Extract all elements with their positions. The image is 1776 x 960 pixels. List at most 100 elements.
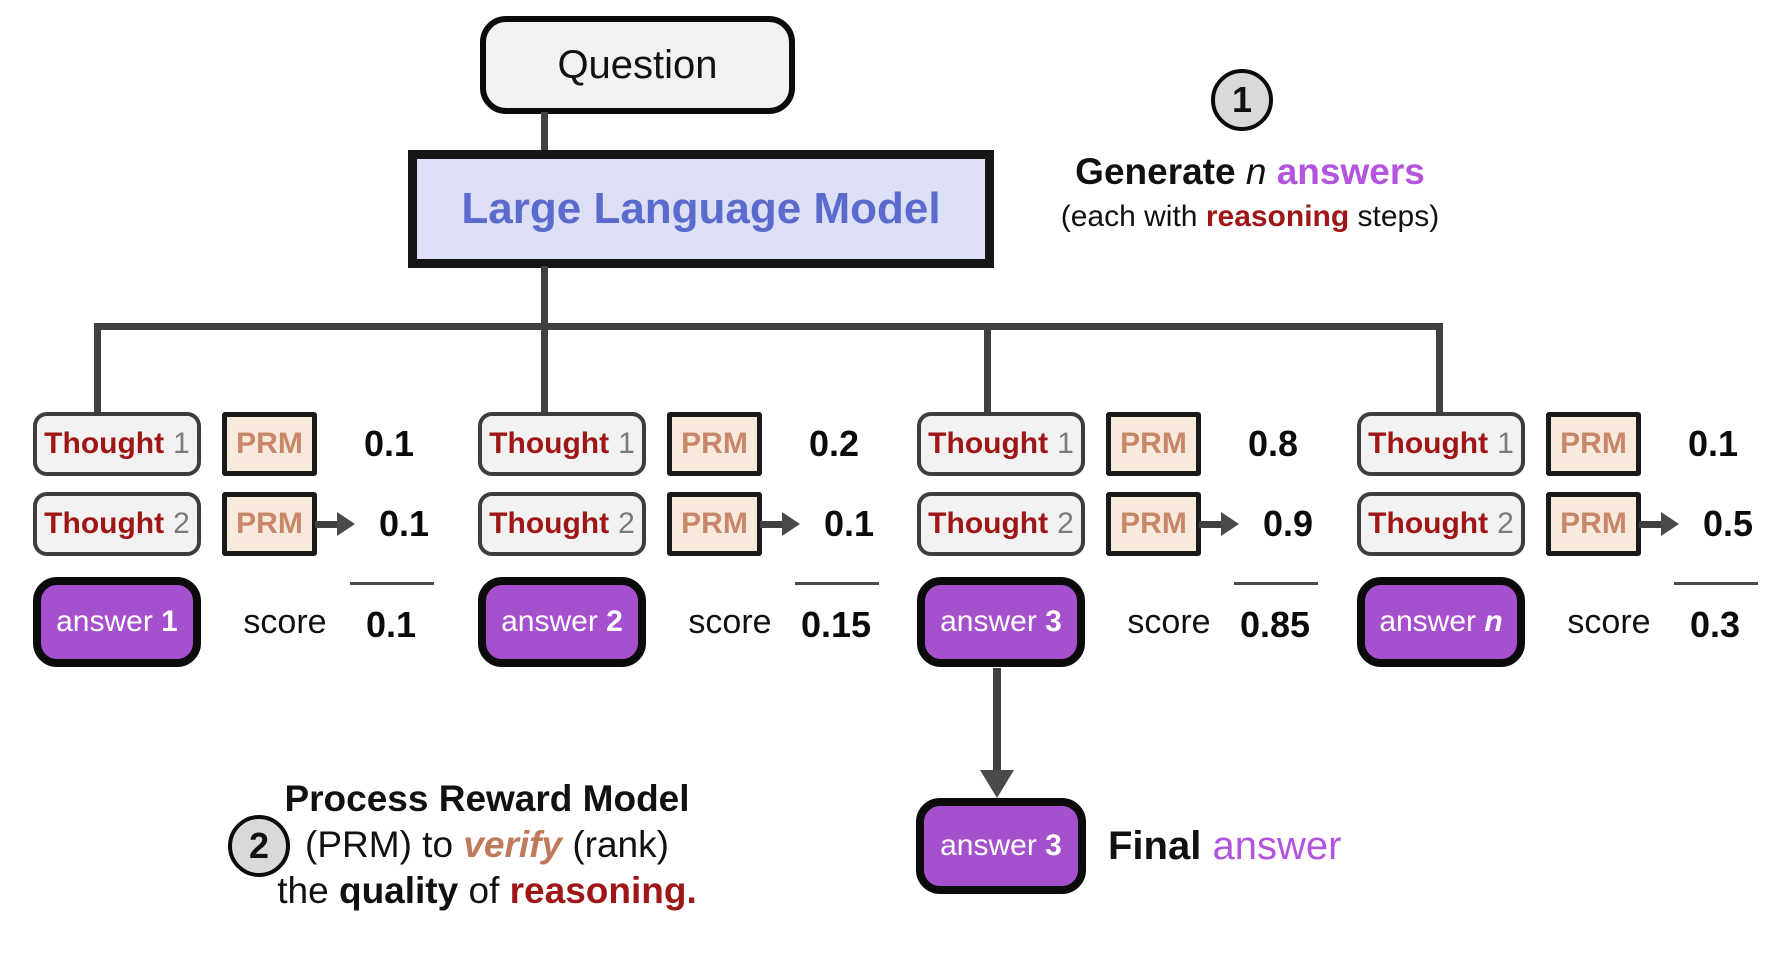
- thought-label: Thought: [1368, 427, 1489, 460]
- thought-number: 2: [618, 507, 635, 540]
- thought-number: 2: [173, 507, 190, 540]
- answer-box: answer 1: [33, 577, 201, 667]
- score-label: score: [688, 602, 772, 641]
- verify-text: verify: [463, 824, 563, 865]
- step-score: 0.2: [808, 423, 860, 464]
- arrow-line: [1199, 521, 1223, 528]
- answer-label: answer: [56, 605, 162, 638]
- answer-label: answer: [940, 829, 1046, 862]
- steps-text: steps): [1349, 200, 1440, 233]
- sum-line: [1234, 582, 1318, 585]
- prm-box: PRM: [667, 492, 762, 556]
- final-answer-label: Final answer: [1108, 798, 1341, 894]
- prm-box: PRM: [1546, 412, 1641, 476]
- prm-box: PRM: [222, 412, 317, 476]
- step-score: 0.1: [823, 503, 875, 544]
- arrow-head-down-icon: [980, 770, 1014, 798]
- step-1-annotation: Generate n answers (each with reasoning …: [955, 150, 1545, 236]
- step-score: 0.8: [1247, 423, 1299, 464]
- thought-number: 1: [173, 427, 190, 460]
- step-score: 0.1: [378, 503, 430, 544]
- connector-drop-3: [984, 328, 991, 414]
- prm-box: PRM: [222, 492, 317, 556]
- rank-text: (rank): [562, 824, 669, 865]
- arrow-line: [315, 521, 339, 528]
- final-arrow-line: [993, 668, 1001, 772]
- answer-number: 3: [1045, 605, 1062, 638]
- step-1-line-1: Generate n answers: [955, 150, 1545, 194]
- arrow-head-right-icon: [1221, 512, 1239, 536]
- sum-line: [1674, 582, 1758, 585]
- prm-label: PRM: [1560, 507, 1627, 540]
- final-score: 0.85: [1239, 603, 1311, 645]
- generate-text: Generate: [1075, 151, 1246, 192]
- arrow-head-right-icon: [782, 512, 800, 536]
- connector-drop-4: [1436, 328, 1443, 414]
- thought-label: Thought: [928, 507, 1049, 540]
- thought-number: 2: [1497, 507, 1514, 540]
- answer-number: n: [1484, 605, 1503, 638]
- period-text: .: [686, 870, 697, 911]
- connector-llm-trunk: [541, 266, 548, 330]
- final-score: 0.15: [800, 603, 872, 645]
- thought-label: Thought: [44, 507, 165, 540]
- step-2-line-3: the quality of reasoning.: [237, 870, 737, 912]
- prm-label: PRM: [681, 427, 748, 460]
- answer-number: 2: [606, 605, 623, 638]
- of-text: of: [458, 870, 510, 911]
- prm-label: PRM: [1560, 427, 1627, 460]
- step-1-badge: 1: [1211, 69, 1273, 131]
- thought-number: 1: [1057, 427, 1074, 460]
- answer-label: answer: [940, 605, 1046, 638]
- the-text: the: [277, 870, 339, 911]
- thought-number: 2: [1057, 507, 1074, 540]
- step-score: 0.1: [363, 423, 415, 464]
- prm-label: PRM: [1120, 507, 1187, 540]
- score-label: score: [1127, 602, 1211, 641]
- thought-label: Thought: [1368, 507, 1489, 540]
- step-2-number: 2: [248, 825, 270, 866]
- connector-drop-2: [541, 328, 548, 414]
- prm-to-text: (PRM) to: [305, 824, 464, 865]
- thought-number: 1: [618, 427, 635, 460]
- sum-line: [350, 582, 434, 585]
- step-1-number: 1: [1231, 79, 1253, 120]
- prm-box: PRM: [1106, 492, 1201, 556]
- question-label: Question: [557, 42, 718, 87]
- answer-number: 3: [1045, 829, 1062, 862]
- arrow-line: [760, 521, 784, 528]
- step-score: 0.1: [1687, 423, 1739, 464]
- final-text: Final: [1108, 823, 1213, 868]
- final-score: 0.1: [365, 603, 417, 645]
- llm-label: Large Language Model: [461, 184, 941, 233]
- step-score: 0.9: [1262, 503, 1314, 544]
- answer-box: answer n: [1357, 577, 1525, 667]
- question-box: Question: [480, 16, 795, 114]
- answers-text: answers: [1266, 151, 1425, 192]
- reasoning-text: reasoning: [1205, 200, 1350, 233]
- step-score: 0.5: [1702, 503, 1754, 544]
- sum-line: [795, 582, 879, 585]
- quality-text: quality: [338, 870, 459, 911]
- prm-box: PRM: [1106, 412, 1201, 476]
- score-label: score: [243, 602, 327, 641]
- llm-box: Large Language Model: [408, 150, 994, 268]
- step-1-line-2: (each with reasoning steps): [955, 198, 1545, 236]
- prm-label: PRM: [236, 507, 303, 540]
- prm-box: PRM: [1546, 492, 1641, 556]
- final-answer-text: answer: [1212, 823, 1342, 868]
- prm-label: PRM: [681, 507, 748, 540]
- n-variable: n: [1245, 151, 1267, 192]
- final-score: 0.3: [1689, 603, 1741, 645]
- answer-label: answer: [501, 605, 607, 638]
